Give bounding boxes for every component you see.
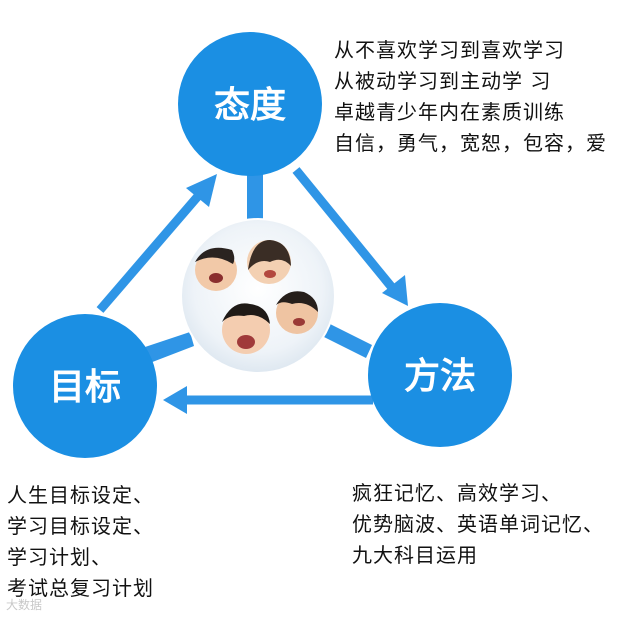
- goal-note-line: 人生目标设定、: [7, 480, 154, 511]
- child-face-icon: [195, 248, 237, 291]
- node-attitude-label: 态度: [214, 85, 286, 126]
- goal-note-line: 学习计划、: [7, 542, 154, 573]
- watermark: 大数据: [6, 596, 42, 613]
- attitude-note-line: 从被动学习到主动学 习: [334, 66, 607, 97]
- goal-note-line: 学习目标设定、: [7, 511, 154, 542]
- node-goal-label: 目标: [49, 367, 121, 408]
- child-face-icon: [276, 291, 318, 334]
- node-method: 方法: [368, 303, 512, 447]
- child-face-icon: [222, 303, 270, 354]
- node-goal: 目标: [13, 314, 157, 458]
- attitude-note-line: 卓越青少年内在素质训练: [334, 97, 607, 128]
- attitude-note-line: 从不喜欢学习到喜欢学习: [334, 35, 607, 66]
- center-photo: [180, 218, 336, 374]
- method-notes: 疯狂记忆、高效学习、 优势脑波、英语单词记忆、 九大科目运用: [352, 478, 604, 571]
- attitude-notes: 从不喜欢学习到喜欢学习 从被动学习到主动学 习 卓越青少年内在素质训练 自信，勇…: [334, 35, 607, 159]
- arrow-method-to-goal: [163, 386, 373, 414]
- node-attitude: 态度: [178, 32, 322, 176]
- method-note-line: 优势脑波、英语单词记忆、: [352, 509, 604, 540]
- goal-notes: 人生目标设定、 学习目标设定、 学习计划、 考试总复习计划: [7, 480, 154, 604]
- node-method-label: 方法: [404, 356, 476, 397]
- child-face-icon: [247, 240, 291, 284]
- method-note-line: 九大科目运用: [352, 540, 604, 571]
- method-note-line: 疯狂记忆、高效学习、: [352, 478, 604, 509]
- attitude-note-line: 自信，勇气，宽恕，包容，爱: [334, 128, 607, 159]
